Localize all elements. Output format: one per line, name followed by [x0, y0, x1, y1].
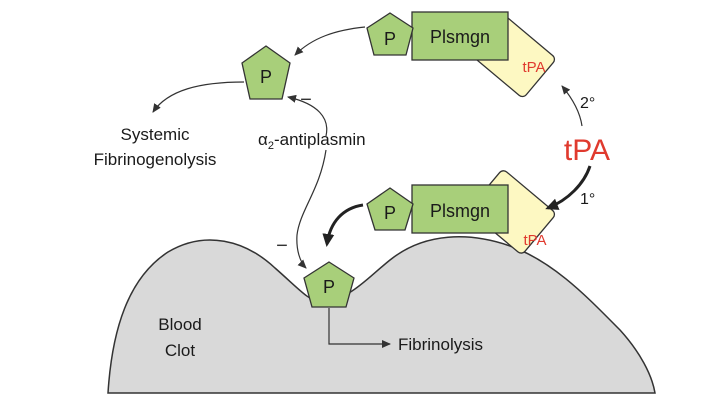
plasminogen-box-top [411, 11, 509, 61]
arrow-complex-to-clot-plasmin [322, 203, 364, 247]
tpa-center-label: tPA [564, 134, 610, 167]
blood-clot-label-line2: Clot [165, 341, 196, 360]
fibrinolysis-label: Fibrinolysis [398, 335, 483, 354]
plasmin-label-free: P [260, 67, 272, 87]
plasminogen-label-top: Plsmgn [430, 27, 490, 47]
arrow-complex-to-free-plasmin [294, 26, 366, 56]
arrow-tpa-primary [545, 165, 592, 210]
antiplasmin-label: α2-antiplasmin [258, 130, 366, 152]
plasmin-label-bottom-complex: P [384, 203, 396, 223]
plasminogen-label-bottom: Plsmgn [430, 201, 490, 221]
tpa-label-top: tPA [522, 59, 545, 76]
blood-clot-shape [107, 236, 656, 394]
antiplasmin-inhibition-curve [287, 94, 328, 137]
plasmin-pentagon-bottom-complex [366, 187, 414, 231]
plasmin-pentagon-top-complex [366, 12, 414, 56]
secondary-label: 2° [580, 95, 595, 112]
antiplasmin-inhibition-curve-lower [296, 149, 327, 269]
arrow-tpa-secondary [561, 85, 583, 127]
primary-label: 1° [580, 191, 595, 208]
antiplasmin-rest: -antiplasmin [274, 130, 366, 149]
arrow-to-fibrinolysis [328, 308, 391, 348]
systemic-label-line2: Fibrinogenolysis [94, 150, 217, 169]
arrow-to-systemic [152, 81, 245, 113]
antiplasmin-subscript: 2 [268, 140, 274, 152]
blood-clot-label-line1: Blood [158, 315, 201, 334]
plasmin-pentagon-clot [303, 261, 355, 308]
inhibit-sign-bottom: − [276, 235, 288, 257]
systemic-label-line1: Systemic [121, 125, 190, 144]
tpa-label-bottom: tPA [523, 232, 546, 249]
antiplasmin-alpha: α [258, 130, 268, 149]
inhibit-sign-top: − [300, 89, 312, 111]
plasmin-label-clot: P [323, 277, 335, 297]
plasmin-pentagon-free [241, 45, 291, 100]
plasmin-label-top-complex: P [384, 29, 396, 49]
